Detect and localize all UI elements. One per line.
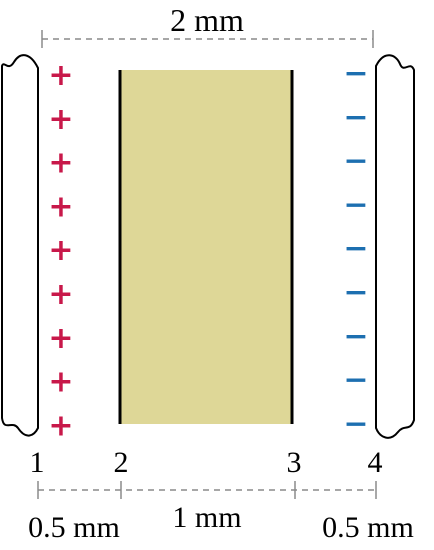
plus-charge: + <box>48 146 73 181</box>
minus-charge: − <box>343 231 368 266</box>
position-label-1: 1 <box>30 446 45 479</box>
right-plate <box>375 54 415 439</box>
top-dimension: 2 mm <box>41 2 374 48</box>
top-dimension-label: 2 mm <box>170 2 244 38</box>
position-label-3: 3 <box>287 446 302 479</box>
left-gap-label: 0.5 mm <box>28 511 120 544</box>
position-label-2: 2 <box>114 446 129 479</box>
left-plate <box>0 54 39 437</box>
negative-charges: − − − − − − − − − <box>343 56 368 441</box>
minus-charge: − <box>343 144 368 179</box>
minus-charge: − <box>343 319 368 354</box>
minus-charge: − <box>343 275 368 310</box>
positive-charges: + + + + + + + + + <box>48 58 73 443</box>
dielectric-slab <box>120 70 292 424</box>
plus-charge: + <box>48 102 73 137</box>
minus-charge: − <box>343 406 368 441</box>
minus-charge: − <box>343 100 368 135</box>
plus-charge: + <box>48 58 73 93</box>
minus-charge: − <box>343 363 368 398</box>
plus-charge: + <box>48 321 73 356</box>
middle-width-label: 1 mm <box>172 501 241 534</box>
position-label-4: 4 <box>368 446 383 479</box>
minus-charge: − <box>343 187 368 222</box>
right-gap-label: 0.5 mm <box>322 511 414 544</box>
plus-charge: + <box>48 408 73 443</box>
bottom-dimension: 0.5 mm 1 mm 0.5 mm <box>28 481 414 544</box>
plus-charge: + <box>48 365 73 400</box>
minus-charge: − <box>343 56 368 91</box>
plus-charge: + <box>48 233 73 268</box>
plus-charge: + <box>48 189 73 224</box>
plus-charge: + <box>48 277 73 312</box>
